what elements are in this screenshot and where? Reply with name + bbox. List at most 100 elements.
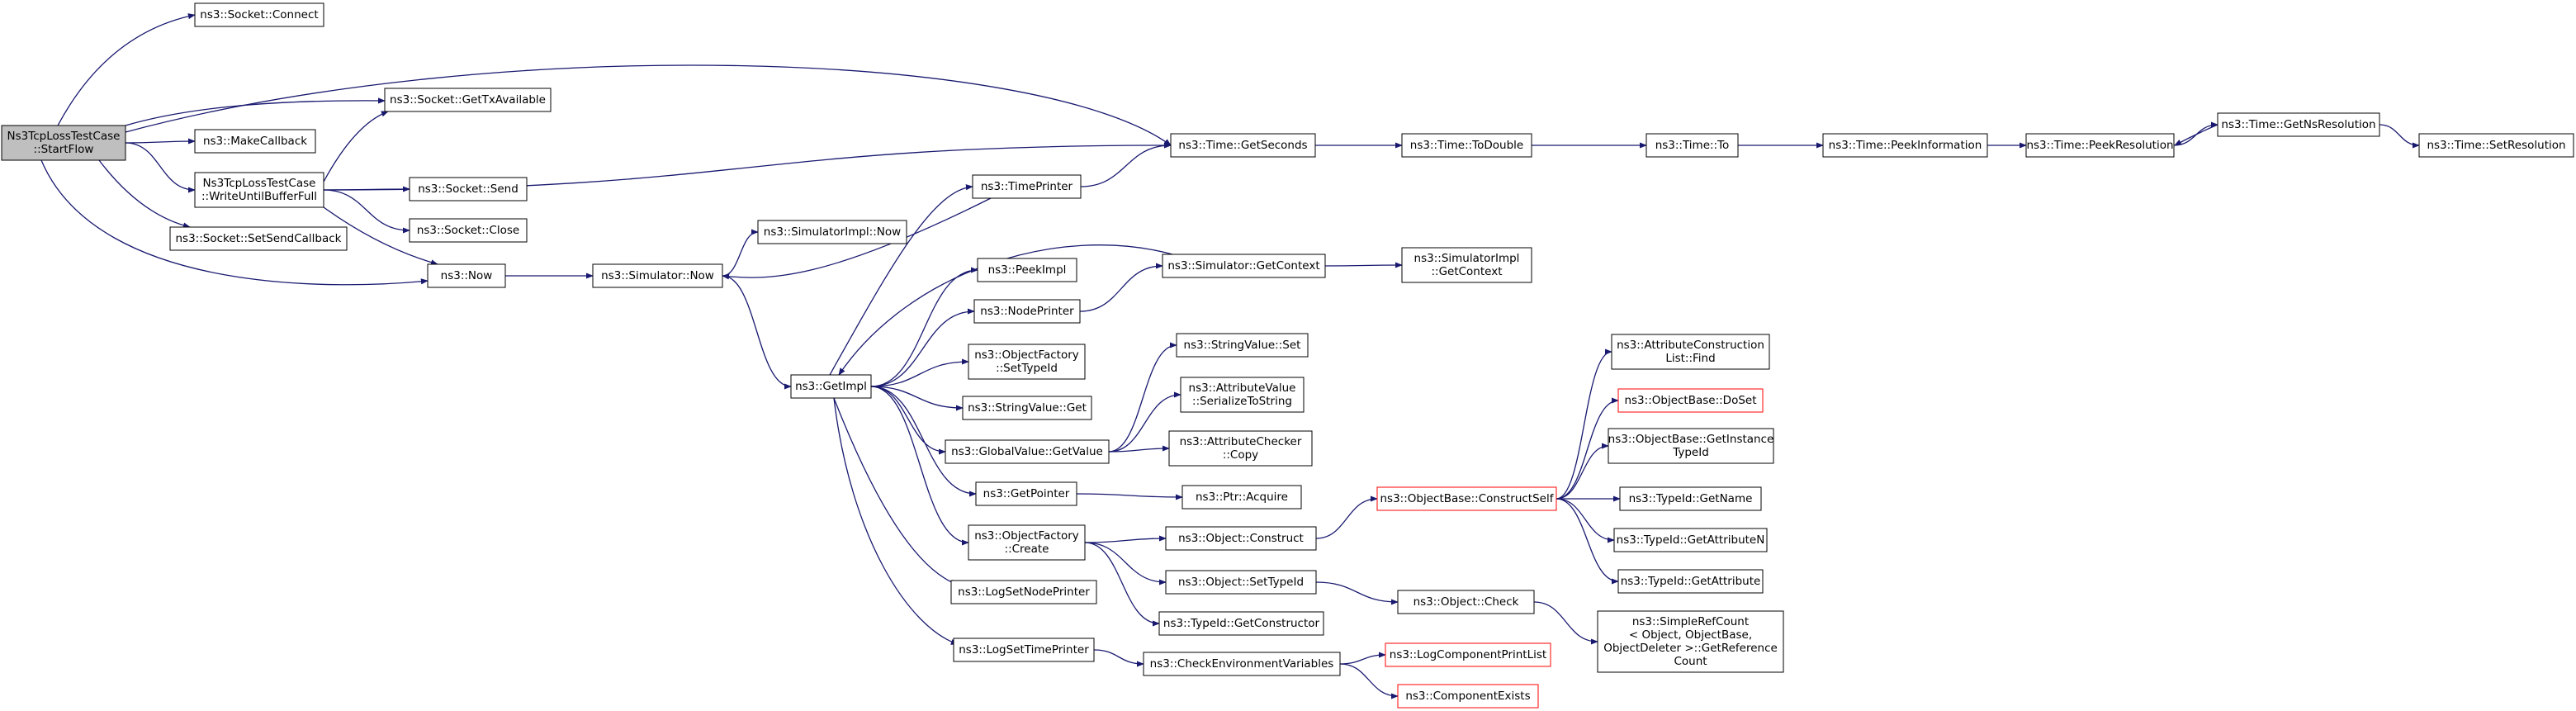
edge-globalgetvalue-to-stringvalueset: [1108, 342, 1177, 453]
node-stringvalueget[interactable]: ns3::StringValue::Get: [962, 396, 1092, 420]
node-box: [1613, 528, 1768, 552]
node-constructself[interactable]: ns3::ObjectBase::ConstructSelf: [1376, 486, 1557, 511]
node-label-line: ns3::Ptr::Acquire: [1196, 491, 1288, 504]
node-checkenv[interactable]: ns3::CheckEnvironmentVariables: [1143, 652, 1341, 676]
node-peekimpl[interactable]: ns3::PeekImpl: [977, 258, 1077, 282]
node-getpointer[interactable]: ns3::GetPointer: [975, 481, 1077, 506]
edge-constructself-to-obdoset: [1556, 397, 1619, 500]
node-box: [972, 174, 1082, 199]
node-nodeprinter[interactable]: ns3::NodePrinter: [973, 299, 1081, 324]
node-label-line: ns3::TimePrinter: [981, 180, 1073, 193]
node-box: [1397, 684, 1539, 709]
node-label-line: ns3::ObjectFactory: [974, 348, 1079, 362]
node-ofsettypeid[interactable]: ns3::ObjectFactory::SetTypeId: [968, 344, 1086, 380]
node-logcompprintlist[interactable]: ns3::LogComponentPrintList: [1385, 642, 1551, 667]
node-label-line: ns3::Time::ToDouble: [1410, 139, 1523, 152]
node-simplerefcount[interactable]: ns3::SimpleRefCount< Object, ObjectBase,…: [1597, 610, 1784, 673]
node-connect[interactable]: ns3::Socket::Connect: [194, 2, 324, 27]
edge-getimpl-to-logsetnodeprinter: [833, 397, 959, 585]
node-logsettimeprinter[interactable]: ns3::LogSetTimePrinter: [953, 638, 1095, 662]
node-logsetnodeprinter[interactable]: ns3::LogSetNodePrinter: [950, 580, 1097, 604]
node-label-line: ObjectDeleter >::GetReference: [1603, 642, 1778, 655]
node-startflow[interactable]: Ns3TcpLossTestCase::StartFlow: [1, 125, 126, 161]
node-todouble[interactable]: ns3::Time::ToDouble: [1401, 133, 1532, 158]
edge-startflow-to-gettxavailable: [125, 97, 386, 126]
node-getcontext[interactable]: ns3::Simulator::GetContext: [1162, 254, 1326, 278]
node-peekres[interactable]: ns3::Time::PeekResolution: [2025, 133, 2175, 158]
node-setres[interactable]: ns3::Time::SetResolution: [2418, 133, 2574, 158]
node-label-line: ns3::Time::SetResolution: [2427, 139, 2565, 152]
node-label-line: Ns3TcpLossTestCase: [7, 130, 121, 143]
node-box: [427, 263, 506, 288]
node-label-line: ns3::SimulatorImpl::Now: [764, 225, 901, 239]
node-box: [1385, 642, 1551, 667]
node-label-line: ns3::Time::To: [1655, 139, 1730, 152]
node-peekinfo[interactable]: ns3::Time::PeekInformation: [1822, 133, 1988, 158]
node-simimplgetcontext[interactable]: ns3::SimulatorImpl::GetContext: [1401, 247, 1532, 283]
node-label-line: ns3::Object::SetTypeId: [1178, 576, 1304, 589]
node-close[interactable]: ns3::Socket::Close: [409, 218, 528, 243]
edge-constructself-to-obgetinstancetypeid: [1556, 443, 1609, 500]
node-typeidgetconstructor[interactable]: ns3::TypeId::GetConstructor: [1158, 611, 1324, 636]
node-box: [1646, 133, 1739, 158]
edge-getnsres-to-setres: [2379, 124, 2420, 149]
node-objconstruct[interactable]: ns3::Object::Construct: [1165, 526, 1317, 551]
edge-simnow-to-getimpl: [722, 275, 792, 390]
node-box: [1176, 333, 1309, 358]
node-getseconds[interactable]: ns3::Time::GetSeconds: [1170, 133, 1316, 158]
node-box: [968, 344, 1086, 380]
node-label-line: ::SerializeToString: [1192, 395, 1292, 408]
node-avserialize[interactable]: ns3::AttributeValue::SerializeToString: [1180, 377, 1305, 413]
node-box: [962, 396, 1092, 420]
node-label-line: ns3::GetPointer: [983, 487, 1070, 500]
node-obdoset[interactable]: ns3::ObjectBase::DoSet: [1617, 388, 1764, 413]
edge-startflow-to-makecallback: [125, 138, 196, 145]
node-send[interactable]: ns3::Socket::Send: [409, 177, 528, 201]
node-now[interactable]: ns3::Now: [427, 263, 506, 288]
node-globalgetvalue[interactable]: ns3::GlobalValue::GetValue: [945, 439, 1110, 464]
node-setsendcallback[interactable]: ns3::Socket::SetSendCallback: [169, 226, 348, 251]
node-box: [409, 218, 528, 243]
edge-objconstruct-to-constructself: [1315, 495, 1378, 539]
node-writeuntil[interactable]: Ns3TcpLossTestCase::WriteUntilBufferFull: [194, 172, 324, 208]
node-typeidgetname[interactable]: ns3::TypeId::GetName: [1619, 486, 1762, 511]
edge-startflow-to-now: [40, 159, 429, 286]
node-box: [1168, 430, 1313, 467]
node-label-line: ns3::Simulator::GetContext: [1167, 259, 1319, 273]
edge-startflow-to-getseconds: [125, 64, 1172, 146]
node-gettxavailable[interactable]: ns3::Socket::GetTxAvailable: [384, 88, 552, 112]
node-typeidgetattribute[interactable]: ns3::TypeId::GetAttribute: [1617, 569, 1764, 594]
node-accopy[interactable]: ns3::AttributeChecker::Copy: [1168, 430, 1313, 467]
node-timeprinter[interactable]: ns3::TimePrinter: [972, 174, 1082, 199]
node-box: [977, 258, 1077, 282]
node-ofcreate[interactable]: ns3::ObjectFactory::Create: [968, 524, 1086, 561]
node-getimpl[interactable]: ns3::GetImpl: [790, 374, 872, 399]
node-label-line: ns3::Object::Construct: [1178, 532, 1304, 545]
node-box: [1597, 610, 1784, 673]
node-simnow[interactable]: ns3::Simulator::Now: [592, 263, 723, 288]
node-box: [790, 374, 872, 399]
edge-timeprinter-to-simnow: [722, 197, 992, 280]
node-stringvalueset[interactable]: ns3::StringValue::Set: [1176, 333, 1309, 358]
edge-checkenv-to-compexists: [1339, 663, 1399, 699]
node-simimplnow[interactable]: ns3::SimulatorImpl::Now: [757, 220, 907, 244]
node-to[interactable]: ns3::Time::To: [1646, 133, 1739, 158]
edge-writeuntil-to-now: [323, 206, 438, 266]
edge-getimpl-to-stringvalueget: [870, 386, 964, 411]
node-objsettypeid[interactable]: ns3::Object::SetTypeId: [1165, 570, 1317, 595]
node-objcheck[interactable]: ns3::Object::Check: [1397, 590, 1535, 614]
edge-getimpl-to-ofsettypeid: [870, 358, 969, 387]
node-ptracquire[interactable]: ns3::Ptr::Acquire: [1181, 485, 1302, 510]
node-box: [1617, 388, 1764, 413]
node-compexists[interactable]: ns3::ComponentExists: [1397, 684, 1539, 709]
node-makecallback[interactable]: ns3::MakeCallback: [194, 129, 316, 154]
node-label-line: ns3::LogSetTimePrinter: [959, 643, 1089, 656]
edge-getcontext-to-simimplgetcontext: [1324, 262, 1403, 268]
edge-getimpl-to-timeprinter: [829, 184, 973, 376]
edge-getnsres-to-peekres: [2174, 124, 2218, 146]
node-typeidgetattributen[interactable]: ns3::TypeId::GetAttributeN: [1613, 528, 1768, 552]
node-getnsres[interactable]: ns3::Time::GetNsResolution: [2217, 112, 2380, 137]
